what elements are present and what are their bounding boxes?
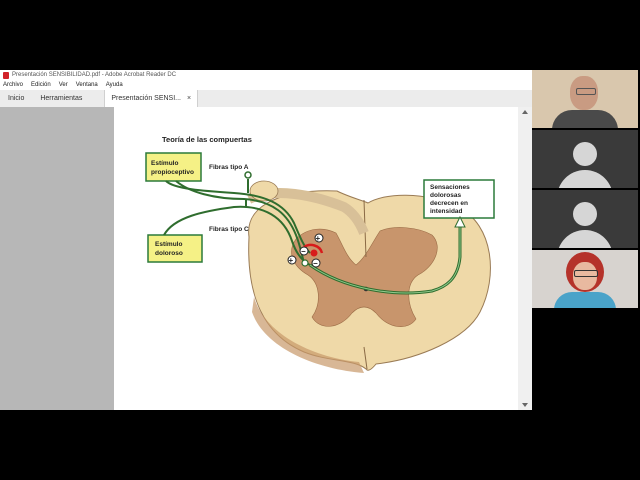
avatar-body xyxy=(557,170,613,188)
document-viewer: Teoría de las compuertas Estímulo propio… xyxy=(0,107,532,410)
menu-bar: Archivo Edición Ver Ventana Ayuda xyxy=(0,80,532,90)
box-painful xyxy=(147,234,203,263)
acrobat-window: Presentación SENSIBILIDAD.pdf - Adobe Ac… xyxy=(0,70,532,410)
box-result xyxy=(423,179,495,219)
box-result-line3: decrecen en xyxy=(430,200,468,207)
vertical-scrollbar[interactable] xyxy=(518,107,532,410)
fiber-c-path xyxy=(163,205,311,266)
avatar-head xyxy=(573,142,597,166)
glasses-image xyxy=(576,88,596,95)
figure-title: Teoría de las compuertas xyxy=(162,135,252,144)
label-fibers-c: Fibras tipo C xyxy=(209,226,249,233)
pdf-icon xyxy=(3,71,9,79)
box-result-line2: dolorosas xyxy=(430,192,461,199)
scroll-down-icon[interactable] xyxy=(522,403,528,407)
title-bar: Presentación SENSIBILIDAD.pdf - Adobe Ac… xyxy=(0,70,532,80)
box-painful-line2: doloroso xyxy=(155,250,183,257)
shirt-image xyxy=(552,110,618,128)
face-image xyxy=(570,76,598,110)
box-proprioceptive xyxy=(145,152,202,182)
avatar-head xyxy=(573,202,597,226)
interneuron-body xyxy=(310,249,318,257)
spinal-cord-rim xyxy=(252,297,364,373)
box-result-line1: Sensaciones xyxy=(430,184,470,191)
tab-document[interactable]: Presentación SENSI... × xyxy=(104,90,199,107)
minus-sign-1-label: − xyxy=(301,247,306,256)
participant-video-4[interactable] xyxy=(532,250,638,308)
avatar-body xyxy=(557,230,613,248)
box-result-line4: intensidad xyxy=(430,208,463,215)
tab-document-label: Presentación SENSI... xyxy=(111,95,182,102)
pdf-page: Teoría de las compuertas Estímulo propio… xyxy=(114,107,518,410)
menu-archivo[interactable]: Archivo xyxy=(3,82,24,88)
synapse-node xyxy=(301,259,309,267)
close-icon[interactable]: × xyxy=(187,95,192,102)
plus-sign-2 xyxy=(287,255,297,265)
glasses-image xyxy=(574,270,598,277)
window-title: Presentación SENSIBILIDAD.pdf - Adobe Ac… xyxy=(12,72,177,78)
participant-video-3[interactable] xyxy=(532,190,638,248)
interneuron-red xyxy=(303,243,324,254)
plus-sign-1 xyxy=(314,233,324,243)
menu-ver[interactable]: Ver xyxy=(58,82,68,88)
fiber-branch-top-end xyxy=(244,171,252,179)
menu-ventana[interactable]: Ventana xyxy=(75,82,98,88)
tab-inicio[interactable]: Inicio xyxy=(8,95,25,102)
scroll-up-icon[interactable] xyxy=(522,110,528,114)
participant-video-1[interactable] xyxy=(532,70,638,128)
tab-herramientas[interactable]: Herramientas xyxy=(40,95,83,102)
ascending-tract-highlight xyxy=(309,225,461,294)
minus-sign-2 xyxy=(311,258,321,268)
result-arrow-head xyxy=(454,215,466,228)
menu-edicion[interactable]: Edición xyxy=(31,82,51,88)
shirt-image xyxy=(554,292,616,308)
tab-bar: Inicio Herramientas Presentación SENSI..… xyxy=(0,90,532,108)
plus-sign-1-label: + xyxy=(316,234,321,243)
label-fibers-a: Fibras tipo A xyxy=(209,164,249,171)
minus-sign-2-label: − xyxy=(313,259,318,268)
participant-video-2[interactable] xyxy=(532,130,638,188)
box-proprioceptive-line1: Estímulo xyxy=(151,160,178,167)
minus-sign-1 xyxy=(299,246,309,256)
box-proprioceptive-line2: propioceptivo xyxy=(151,169,194,176)
plus-sign-2-label: + xyxy=(289,256,294,265)
menu-ayuda[interactable]: Ayuda xyxy=(105,82,123,88)
gate-theory-diagram: Estímulo propioceptivo Estímulo doloroso… xyxy=(145,152,495,373)
box-painful-line1: Estímulo xyxy=(155,241,182,248)
